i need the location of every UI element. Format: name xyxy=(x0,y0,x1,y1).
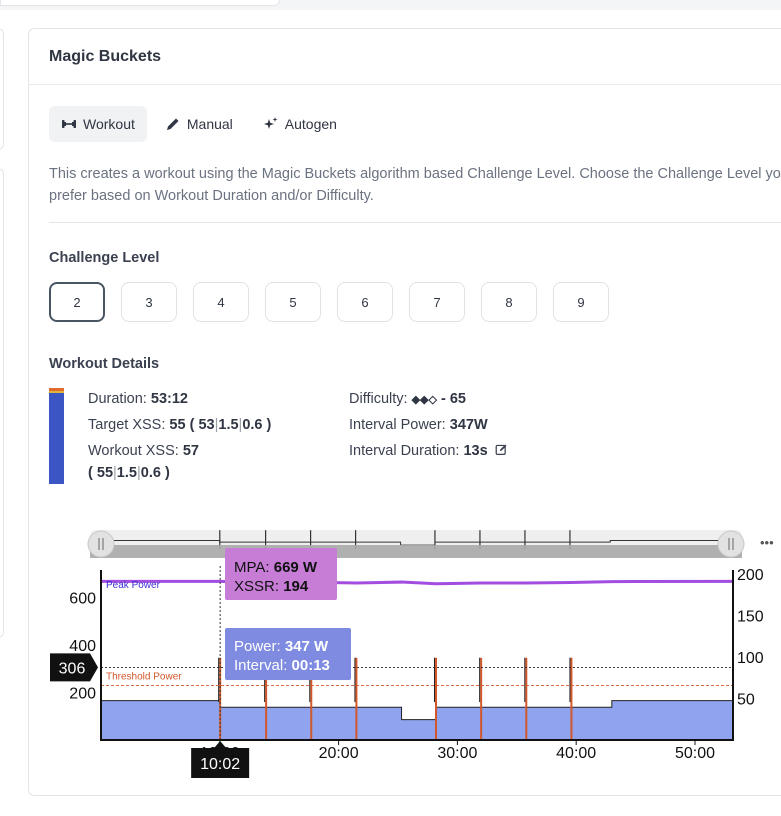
target-xss-peak: 0.6 xyxy=(242,417,263,433)
duration-label: Duration: xyxy=(88,391,147,407)
target-xss-low: 53 xyxy=(198,417,215,433)
challenge-level-7-button[interactable]: 7 xyxy=(409,282,465,322)
interval-label: Interval: xyxy=(234,657,292,674)
interval-duration-label: Interval Duration: xyxy=(349,443,460,459)
mode-tabs: Workout Manual Autogen xyxy=(49,106,349,142)
tab-autogen-label: Autogen xyxy=(284,116,337,132)
tab-autogen[interactable]: Autogen xyxy=(251,106,349,142)
workout-xss-low: 55 xyxy=(96,465,114,481)
power-area xyxy=(101,700,733,740)
threshold-marker-value: 306 xyxy=(59,660,86,677)
tab-manual-label: Manual xyxy=(186,116,233,132)
power-tooltip xyxy=(225,628,351,680)
cursor-time-value: 10:02 xyxy=(200,756,240,773)
magic-buckets-panel xyxy=(28,28,781,796)
workout-chart[interactable]: ••• Threshold Power Peak Power 200 400 600 50 1… xyxy=(0,520,781,810)
cursor-time-badge xyxy=(191,741,250,778)
challenge-level-label: Challenge Level xyxy=(49,250,160,266)
mpa-tooltip-line: MPA: 669 W xyxy=(234,559,318,576)
duration-value: 53:12 xyxy=(150,391,188,407)
interval-duration-value: 13s xyxy=(463,443,488,459)
power-value: 347 W xyxy=(285,638,329,655)
workout-xss-high: 1.5 xyxy=(116,465,137,481)
duration-row: Duration: 53:12 xyxy=(88,390,188,408)
threshold-marker-badge xyxy=(50,653,98,682)
target-xss-row: Target XSS: 55 ( 53|1.5|0.6 ) xyxy=(88,417,272,433)
xssr-label: XSSR: xyxy=(234,578,283,595)
interval-power-label: Interval Power: xyxy=(349,417,446,433)
overview-handle-left xyxy=(87,530,115,558)
y-right-tick-150: 150 xyxy=(737,609,764,626)
interval-power-row: Interval Power: 347W xyxy=(349,416,488,434)
sparkles-icon xyxy=(263,117,278,129)
top-bar xyxy=(0,0,781,10)
y-left-tick-200: 200 xyxy=(69,686,96,703)
target-xss-high: 1.5 xyxy=(218,417,239,433)
top-tab[interactable] xyxy=(0,0,280,6)
peak-power-label: Peak Power xyxy=(106,580,161,591)
challenge-level-9-button[interactable]: 9 xyxy=(553,282,609,322)
workout-details-label: Workout Details xyxy=(49,356,160,372)
difficulty-value: - 65 xyxy=(441,391,467,407)
pencil-icon xyxy=(166,118,179,130)
x-tick-30:00: 30:00 xyxy=(437,745,477,762)
interval-value: 00:13 xyxy=(292,657,330,674)
dumbbell-icon xyxy=(62,120,76,128)
mpa-label: MPA: xyxy=(234,559,274,576)
y-left-tick-600: 600 xyxy=(69,591,96,608)
x-tick-20:00: 20:00 xyxy=(319,745,359,762)
overview-handle-right xyxy=(717,530,745,558)
mpa-value: 669 W xyxy=(274,559,318,576)
title-divider xyxy=(29,84,781,85)
difficulty-label: Difficulty: xyxy=(349,391,408,407)
interval-power-value: 347W xyxy=(449,417,488,433)
mpa-line xyxy=(101,579,734,586)
xss-composition-bar xyxy=(49,388,64,484)
power-label: Power: xyxy=(234,638,285,655)
xssr-tooltip-line: XSSR: 194 xyxy=(234,578,309,595)
challenge-level-2-button[interactable]: 2 xyxy=(49,282,105,322)
workout-xss-label: Workout XSS: xyxy=(88,443,179,459)
x-tick-50:00: 50:00 xyxy=(675,745,715,762)
target-xss-label: Target XSS: xyxy=(88,417,166,433)
y-right-tick-200: 200 xyxy=(737,567,764,584)
challenge-level-5-button[interactable]: 5 xyxy=(265,282,321,322)
difficulty-row: Difficulty: ◆◆◇ - 65 xyxy=(349,390,466,409)
challenge-level-3-button[interactable]: 3 xyxy=(121,282,177,322)
challenge-level-4-button[interactable]: 4 xyxy=(193,282,249,322)
y-right-tick-50: 50 xyxy=(737,692,755,709)
target-xss-value: 55 xyxy=(169,417,186,433)
power-tooltip-line: Power: 347 W xyxy=(234,638,329,655)
description-divider xyxy=(49,222,781,223)
mpa-tooltip xyxy=(225,548,337,600)
panel-title: Magic Buckets xyxy=(49,48,162,65)
interval-duration-row: Interval Duration: 13s xyxy=(349,442,508,460)
workout-xss-row: Workout XSS: 57 xyxy=(88,442,199,460)
interval-tooltip-line: Interval: 00:13 xyxy=(234,657,330,674)
description-text: This creates a workout using the Magic B… xyxy=(49,166,781,204)
xssr-value: 194 xyxy=(283,578,309,595)
overview-selection xyxy=(90,545,742,558)
tab-workout[interactable]: Workout xyxy=(49,106,147,142)
workout-xss-peak: 0.6 xyxy=(140,465,161,481)
workout-xss-breakdown: ( 55|1.5|0.6 ) xyxy=(88,465,170,481)
challenge-level-6-button[interactable]: 6 xyxy=(337,282,393,322)
workout-xss-value: 57 xyxy=(182,443,199,459)
tab-manual[interactable]: Manual xyxy=(153,106,245,142)
x-tick-40:00: 40:00 xyxy=(556,745,596,762)
left-card-top xyxy=(0,28,4,150)
y-left-tick-400: 400 xyxy=(69,638,96,655)
difficulty-symbols: ◆◆◇ xyxy=(411,394,437,406)
tab-workout-label: Workout xyxy=(83,116,135,132)
y-right-tick-100: 100 xyxy=(737,650,764,667)
challenge-level-buttons: 2 3 4 5 6 7 8 9 xyxy=(49,282,609,322)
edit-icon[interactable] xyxy=(495,443,508,456)
threshold-power-label: Threshold Power xyxy=(106,671,182,682)
overview-more-icon: ••• xyxy=(760,535,774,550)
challenge-level-8-button[interactable]: 8 xyxy=(481,282,537,322)
